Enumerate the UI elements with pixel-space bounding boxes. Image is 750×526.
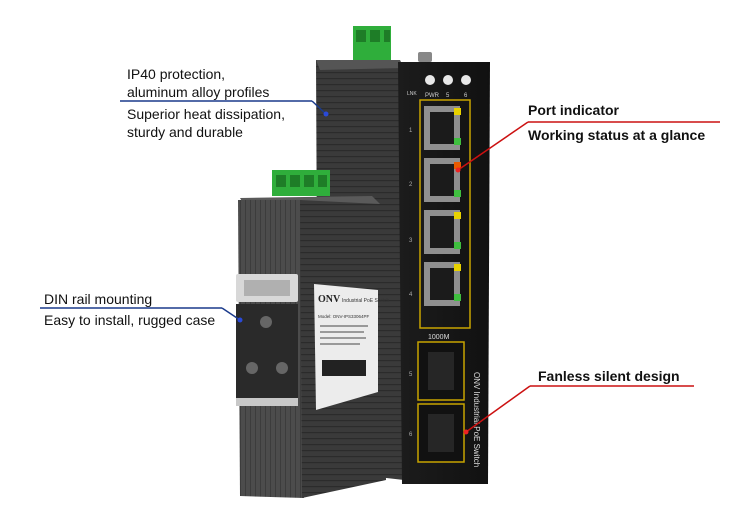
ground-screw [418,52,432,62]
rj45-port-4 [424,262,461,306]
fanless-title: Fanless silent design [538,368,680,384]
label-brand: ONV [318,294,341,305]
front-switch: ONV Industrial PoE Switch Model: ONV-IPS… [236,170,389,498]
ip40-callout: IP40 protection, aluminum alloy profiles [127,65,269,101]
ip40-line2: aluminum alloy profiles [127,84,270,100]
pwr-label: PWR [425,93,440,99]
vertical-brand-text: ONV Industrial PoE Switch [472,372,481,467]
heat-callout: Superior heat dissipation, sturdy and du… [127,105,285,141]
callout-lines [40,100,720,435]
ip40-marker [323,111,329,117]
port-title: Port indicator [528,102,620,118]
led-5 [443,75,453,85]
port-number-4: 4 [409,292,413,298]
port-number-1: 1 [409,128,413,134]
fanless-marker [463,429,469,435]
din-marker [237,317,243,323]
sfp-number-6: 6 [409,432,413,438]
port-marker [455,167,461,173]
heat-line2: sturdy and durable [127,124,243,140]
ip40-line1: IP40 protection, [127,66,226,82]
speed-label: 1000M [428,334,450,341]
label-title: Industrial PoE Switch [342,298,389,304]
rj45-port-1 [424,106,461,150]
pwr-led [425,75,435,85]
rear-switch: PWR 5 6 LNK 1000M 1 2 3 4 [316,26,490,484]
port-desc: Working status at a glance [528,127,706,143]
rj45-frame [419,99,471,329]
sfp-number-5: 5 [409,372,413,378]
port5-led-label: 5 [446,93,450,99]
sfp-port-5 [417,341,465,401]
rj45-port-3 [424,210,461,254]
label-model: Model: ONV-IPS33064PF [318,314,370,319]
lnk-label: LNK [407,91,417,97]
port-number-2: 2 [409,182,413,188]
led-6 [461,75,471,85]
barcode [322,360,366,376]
din-desc: Easy to install, rugged case [44,312,216,328]
sfp-port-6 [417,403,465,463]
port6-led-label: 6 [464,93,468,99]
heat-line1: Superior heat dissipation, [127,106,285,122]
rj45-port-2 [424,158,461,202]
product-label [314,284,378,410]
din-title: DIN rail mounting [44,291,153,307]
port-number-3: 3 [409,238,413,244]
